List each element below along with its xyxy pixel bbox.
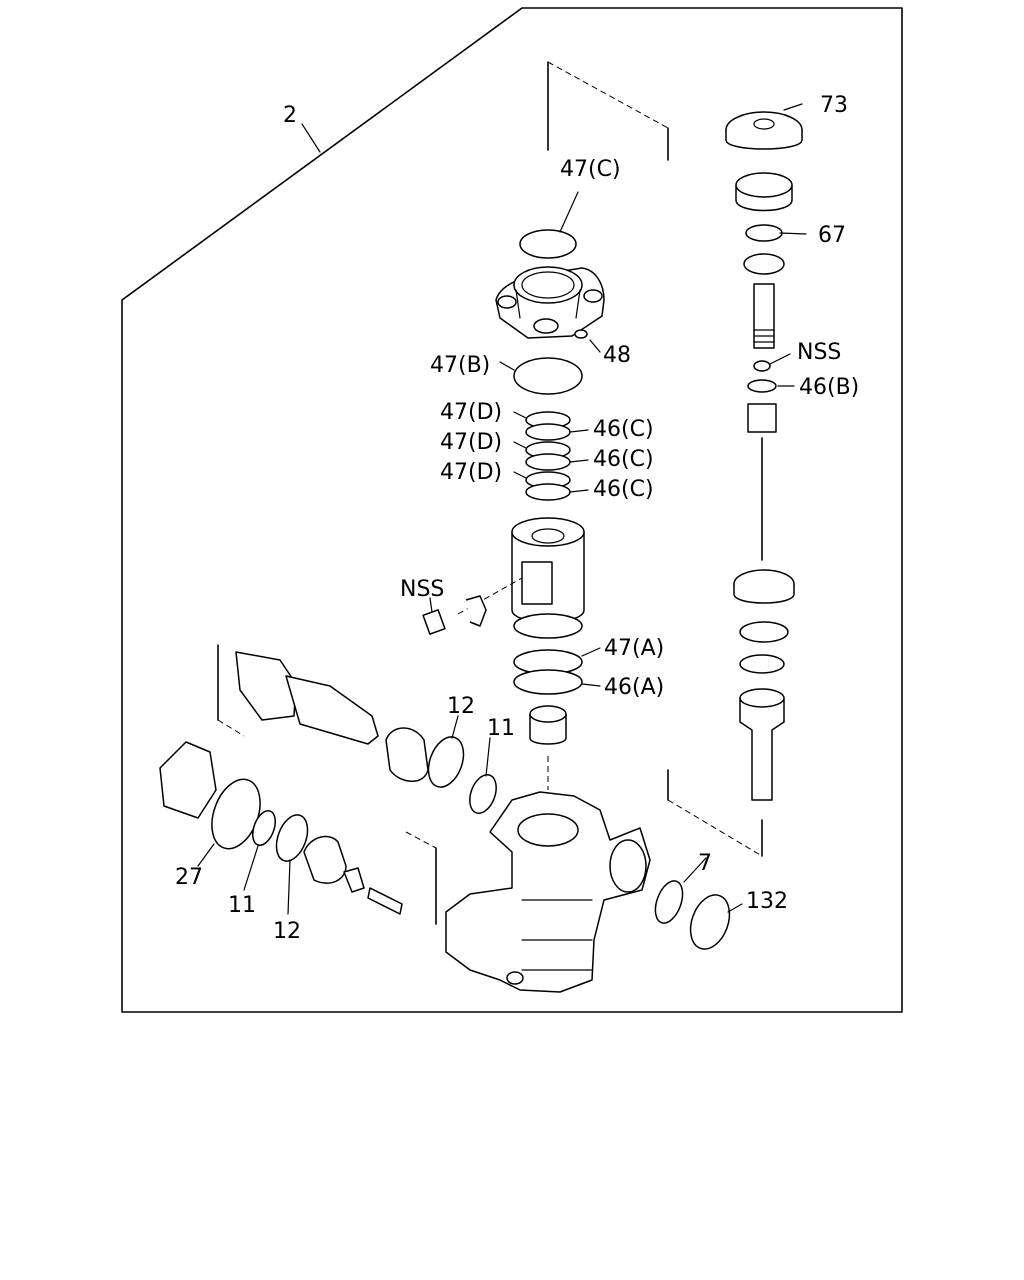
callout-132: 132 (746, 889, 788, 914)
callout-47d-1: 47(D) (440, 400, 502, 425)
callout-46c-2: 46(C) (593, 447, 654, 472)
callout-11-top: 11 (487, 716, 515, 741)
assembly-boundary (121, 7, 903, 1013)
callout-nss-left: NSS (400, 577, 444, 602)
callout-46a: 46(A) (604, 675, 664, 700)
callout-12-top: 12 (447, 694, 475, 719)
gear-housing (445, 791, 731, 993)
callout-nss-right: NSS (797, 340, 841, 365)
valve-body (422, 517, 585, 790)
callout-labels: 2 73 67 47(C) 48 47(B) NSS 46(B) 47(D) 4… (175, 93, 859, 944)
callout-2: 2 (283, 103, 297, 128)
callout-46b: 46(B) (799, 375, 859, 400)
callout-67: 67 (818, 223, 846, 248)
right-shaft-group (667, 111, 803, 857)
callout-47d-3: 47(D) (440, 460, 502, 485)
callout-27: 27 (175, 865, 203, 890)
callout-47a: 47(A) (604, 636, 664, 661)
callout-11-bottom: 11 (228, 893, 256, 918)
sector-shaft-group (159, 644, 497, 925)
callout-47d-2: 47(D) (440, 430, 502, 455)
callout-48: 48 (603, 343, 631, 368)
callout-47c: 47(C) (560, 157, 621, 182)
callout-46c-3: 46(C) (593, 477, 654, 502)
callout-12-bottom: 12 (273, 919, 301, 944)
callout-47b: 47(B) (430, 353, 490, 378)
callout-7: 7 (698, 851, 712, 876)
upper-valve-group (495, 61, 669, 501)
callout-46c-1: 46(C) (593, 417, 654, 442)
leader-lines (197, 103, 807, 915)
callout-73: 73 (820, 93, 848, 118)
